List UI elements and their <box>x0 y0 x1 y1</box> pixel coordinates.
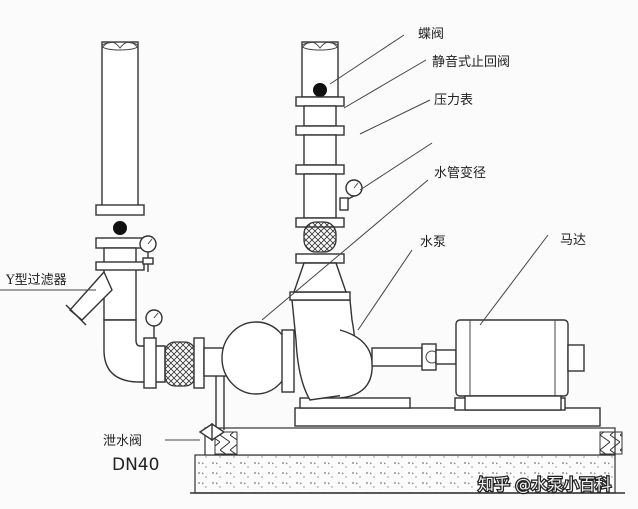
label-butterfly-valve: 蝶阀 <box>418 27 444 42</box>
label-y-strainer: Y型过滤器 <box>5 273 67 288</box>
drain-valve-symbol <box>198 422 226 442</box>
discharge-riser <box>293 41 347 293</box>
label-reducer: 水管变径 <box>434 165 486 181</box>
label-pump: 水泵 <box>420 235 446 250</box>
leader-lines <box>0 34 549 441</box>
label-pressure-gauge: 压力表 <box>434 93 473 108</box>
label-check-valve: 静音式止回阀 <box>432 54 510 70</box>
pump-volute <box>289 291 457 401</box>
suction-elbow <box>103 319 205 389</box>
reducer <box>221 321 295 395</box>
label-group: 蝶阀 静音式止回阀 压力表 水管变径 水泵 马达 Y型过滤器 泄水阀 DN40 <box>5 27 586 475</box>
foundation <box>190 427 625 494</box>
butterfly-valve-disc-left <box>113 221 127 235</box>
motor <box>455 319 585 411</box>
pressure-gauge-left-upper <box>139 235 157 272</box>
label-motor: 马达 <box>560 233 586 248</box>
watermark-text: 知乎 @水泵小百科 <box>478 475 611 494</box>
y-strainer <box>65 270 113 326</box>
left-riser-pipe <box>95 41 145 321</box>
label-drain-valve: 泄水阀 <box>103 434 142 449</box>
label-drain-size: DN40 <box>112 455 159 475</box>
butterfly-valve-disc-right <box>313 83 327 97</box>
pressure-gauge-suction <box>145 309 163 338</box>
watermark: 知乎 @水泵小百科 <box>477 474 613 496</box>
pressure-gauge-discharge <box>339 179 363 211</box>
